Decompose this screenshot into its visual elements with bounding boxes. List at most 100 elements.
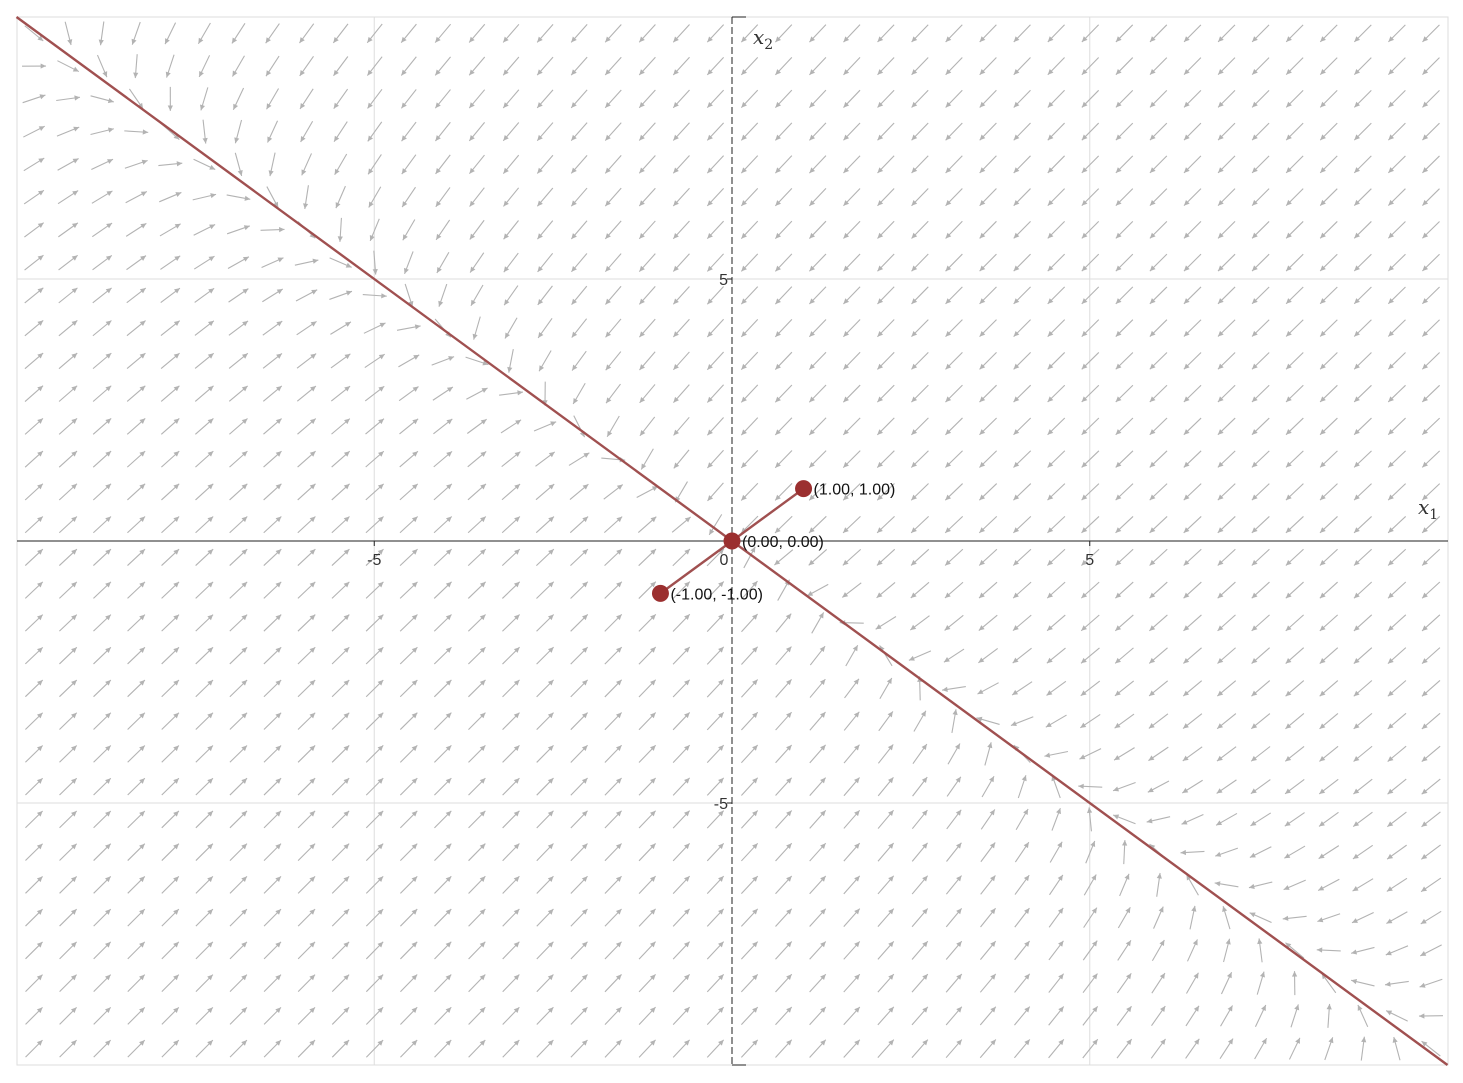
equilibrium-point	[651, 584, 669, 602]
field-arrow	[1421, 450, 1441, 468]
field-arrow	[161, 1039, 180, 1058]
field-arrow	[945, 253, 963, 272]
field-arrow	[740, 122, 759, 141]
field-arrow	[502, 1006, 520, 1025]
field-arrow	[1353, 483, 1372, 501]
field-arrow	[1115, 352, 1134, 370]
field-arrow	[1013, 188, 1031, 207]
field-arrow	[1182, 746, 1203, 762]
field-arrow	[979, 417, 997, 436]
field-arrow	[126, 385, 146, 402]
field-arrow	[24, 319, 44, 337]
field-arrow	[1012, 581, 1032, 599]
field-arrow	[877, 1039, 895, 1058]
field-arrow	[809, 875, 827, 895]
field-arrow	[1285, 417, 1304, 436]
field-arrow	[1017, 775, 1027, 799]
field-arrow	[944, 515, 964, 534]
field-arrow	[161, 777, 180, 796]
field-arrow	[638, 581, 657, 599]
field-arrow	[1387, 647, 1407, 665]
field-arrow	[1385, 1010, 1408, 1022]
field-arrow	[1217, 155, 1236, 174]
field-arrow	[1251, 647, 1270, 664]
field-arrow	[536, 548, 555, 567]
field-arrow	[1217, 614, 1236, 632]
field-arrow	[1284, 845, 1306, 859]
field-arrow	[672, 974, 691, 993]
field-arrow	[1046, 680, 1067, 696]
field-arrow	[944, 548, 964, 566]
field-arrow	[329, 257, 352, 268]
field-arrow	[1250, 779, 1271, 795]
field-arrow	[1047, 89, 1065, 108]
field-arrow	[1115, 220, 1134, 239]
field-arrow	[1115, 188, 1134, 207]
field-arrow	[946, 809, 962, 830]
field-arrow	[1183, 221, 1202, 239]
field-arrow	[1115, 155, 1134, 174]
field-arrow	[263, 941, 282, 960]
field-arrow	[842, 483, 861, 501]
field-arrow	[945, 188, 963, 207]
field-arrow	[1047, 155, 1065, 174]
field-arrow	[1189, 905, 1197, 930]
field-arrow	[1217, 319, 1236, 337]
field-arrow	[774, 253, 793, 272]
field-arrow	[774, 515, 793, 534]
field-arrow	[1081, 188, 1100, 207]
field-arrow	[1251, 614, 1270, 632]
field-arrow	[706, 1006, 725, 1026]
field-arrow	[636, 485, 659, 498]
field-arrow	[1047, 253, 1066, 272]
field-arrow	[1421, 352, 1440, 370]
field-arrow	[1285, 188, 1304, 206]
field-arrow	[876, 548, 896, 566]
field-arrow	[1182, 713, 1203, 729]
field-arrow	[877, 744, 894, 764]
field-arrow	[1081, 450, 1100, 468]
field-arrow	[58, 417, 78, 435]
field-arrow	[1149, 253, 1168, 272]
field-arrow	[1116, 1038, 1133, 1059]
field-arrow	[808, 483, 827, 501]
field-arrow	[399, 679, 418, 698]
field-arrow	[365, 843, 384, 862]
field-arrow	[295, 289, 318, 302]
field-arrow	[1421, 384, 1440, 403]
field-arrow	[229, 1006, 248, 1025]
field-arrow	[1182, 680, 1203, 697]
field-arrow	[1015, 808, 1029, 831]
field-arrow	[159, 191, 182, 203]
field-arrow	[195, 974, 214, 993]
field-arrow	[877, 1006, 895, 1026]
field-arrow	[23, 125, 45, 138]
field-arrow	[809, 645, 826, 666]
field-arrow	[809, 220, 827, 239]
field-arrow	[263, 810, 282, 829]
field-arrow	[23, 157, 45, 172]
field-arrow	[1149, 122, 1168, 141]
field-arrow	[843, 24, 861, 43]
field-arrow	[979, 286, 997, 305]
field-arrow	[1149, 417, 1168, 436]
field-arrow	[501, 516, 521, 534]
field-arrow	[1418, 1013, 1443, 1019]
field-arrow	[502, 646, 520, 665]
field-arrow	[876, 483, 895, 501]
field-arrow	[1250, 812, 1272, 827]
field-arrow	[1183, 614, 1202, 632]
field-arrow	[1217, 483, 1236, 501]
field-arrow	[24, 614, 44, 632]
field-arrow	[706, 1039, 725, 1058]
field-arrow	[638, 155, 656, 174]
field-arrow	[400, 56, 417, 76]
field-arrow	[843, 941, 861, 960]
field-arrow	[740, 1039, 759, 1058]
field-arrow	[911, 89, 929, 108]
field-arrow	[809, 188, 827, 207]
field-arrow	[367, 154, 382, 175]
field-arrow	[434, 941, 452, 960]
field-arrow	[843, 188, 861, 207]
field-arrow	[1047, 516, 1066, 534]
